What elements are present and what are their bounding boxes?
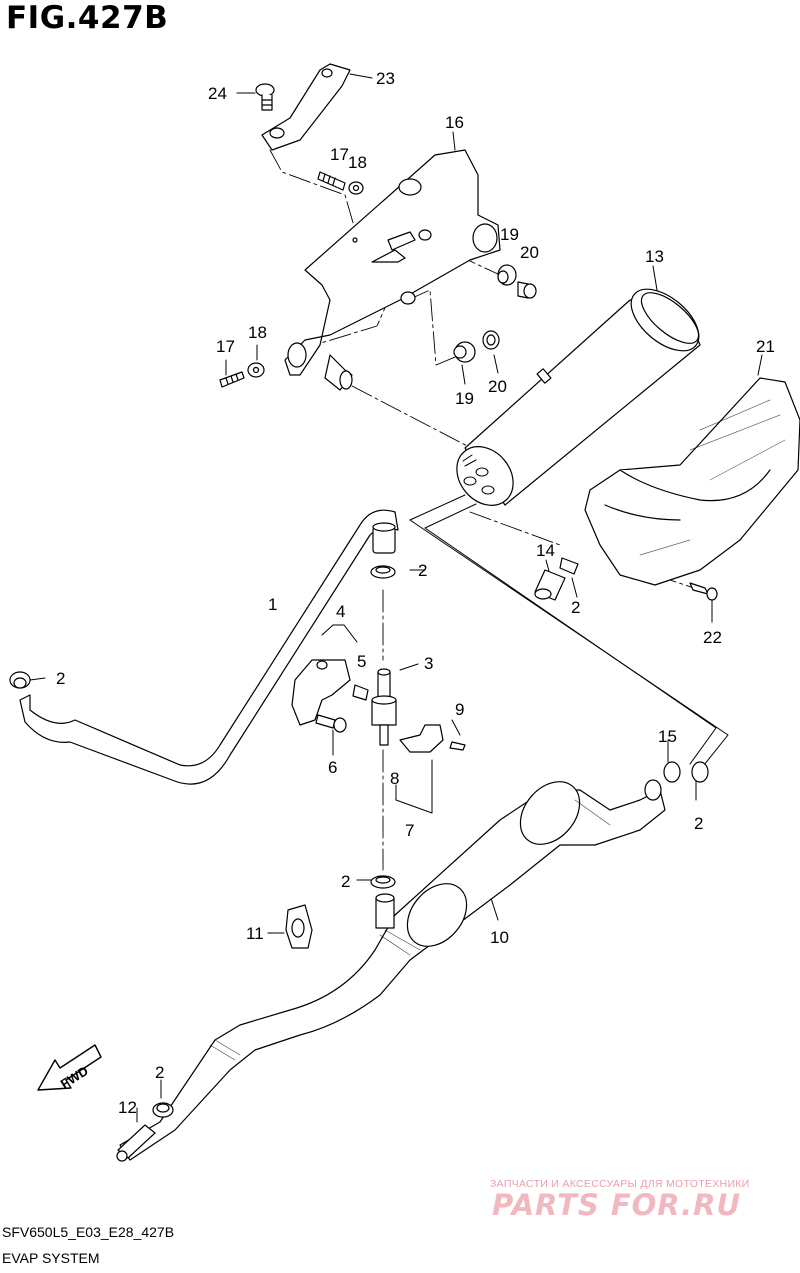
callout-14: 14 xyxy=(536,541,555,560)
callout-18-top: 18 xyxy=(348,153,367,172)
callout-6: 6 xyxy=(328,758,337,777)
part-3-valve xyxy=(371,668,397,746)
callout-23: 23 xyxy=(376,69,395,88)
part-19-20-grommet-lower xyxy=(453,330,500,363)
leader-lines xyxy=(29,73,763,1123)
fwd-arrow-icon xyxy=(37,1044,102,1091)
callout-21: 21 xyxy=(756,337,775,356)
part-15-clamp xyxy=(663,761,709,783)
callout-12: 12 xyxy=(118,1098,137,1117)
part-13-canister xyxy=(456,288,701,506)
callout-7: 7 xyxy=(405,821,414,840)
callout-9: 9 xyxy=(455,700,464,719)
part-14-cap xyxy=(534,557,579,601)
callout-19-upper: 19 xyxy=(500,225,519,244)
part-23-bracket xyxy=(261,63,351,151)
callout-18-lower: 18 xyxy=(248,323,267,342)
part-19-20-grommet-upper xyxy=(497,264,537,299)
part-2-clamp-bottom xyxy=(152,1102,174,1118)
hose-route-lines xyxy=(409,494,729,771)
callout-15: 15 xyxy=(658,727,677,746)
part-12-fitting xyxy=(116,1124,156,1162)
callout-22: 22 xyxy=(703,628,722,647)
figure-title: FIG.427B xyxy=(6,0,169,36)
part-16-canister-bracket xyxy=(284,149,501,391)
part-22-screw xyxy=(689,582,718,601)
callout-2-hose-top: 2 xyxy=(418,561,427,580)
callout-2-canister: 2 xyxy=(571,598,580,617)
part-8-9-clamp-bolt xyxy=(399,724,466,753)
callout-19-lower: 19 xyxy=(455,389,474,408)
part-2-clamp-top xyxy=(370,565,396,579)
drawing-code: SFV650L5_E03_E28_427B xyxy=(2,1224,175,1240)
part-11-clip xyxy=(285,904,313,949)
part-17-18-bolt-lower xyxy=(219,362,265,388)
part-21-canister-cover xyxy=(584,377,800,586)
part-6-bolt xyxy=(315,714,347,733)
part-4-5-bracket xyxy=(291,659,369,726)
callout-20-lower: 20 xyxy=(488,377,507,396)
part-17-18-bolt-top xyxy=(317,171,364,195)
callout-17-lower: 17 xyxy=(216,337,235,356)
part-2-clamp-mid xyxy=(370,875,396,889)
callout-2-bend: 2 xyxy=(694,814,703,833)
watermark-logo: PARTS FOR.RU xyxy=(492,1188,742,1222)
callout-8: 8 xyxy=(390,769,399,788)
callout-brackets xyxy=(321,624,433,814)
callout-13: 13 xyxy=(645,247,664,266)
callout-3: 3 xyxy=(424,654,433,673)
callout-24: 24 xyxy=(208,84,227,103)
callout-5: 5 xyxy=(357,652,366,671)
section-title: EVAP SYSTEM xyxy=(2,1250,100,1266)
callout-16: 16 xyxy=(445,113,464,132)
callout-4: 4 xyxy=(336,602,345,621)
callout-20-upper: 20 xyxy=(520,243,539,262)
part-2-clamp-left xyxy=(9,671,31,689)
part-1-hose xyxy=(19,509,399,785)
part-24-bolt xyxy=(255,83,275,111)
callout-11: 11 xyxy=(246,924,264,943)
callout-2-left: 2 xyxy=(56,669,65,688)
callout-2-bottom: 2 xyxy=(155,1063,164,1082)
part-10-hose xyxy=(119,779,666,1161)
callout-1: 1 xyxy=(268,595,277,614)
callout-2-mid: 2 xyxy=(341,872,350,891)
watermark-tagline: ЗАПЧАСТИ И АКСЕССУАРЫ ДЛЯ МОТОТЕХНИКИ xyxy=(490,1178,750,1190)
callout-17-top: 17 xyxy=(330,145,349,164)
callout-10: 10 xyxy=(490,928,509,947)
callout-labels: 24 23 16 17 18 19 20 13 21 17 18 19 20 1… xyxy=(56,69,775,1117)
